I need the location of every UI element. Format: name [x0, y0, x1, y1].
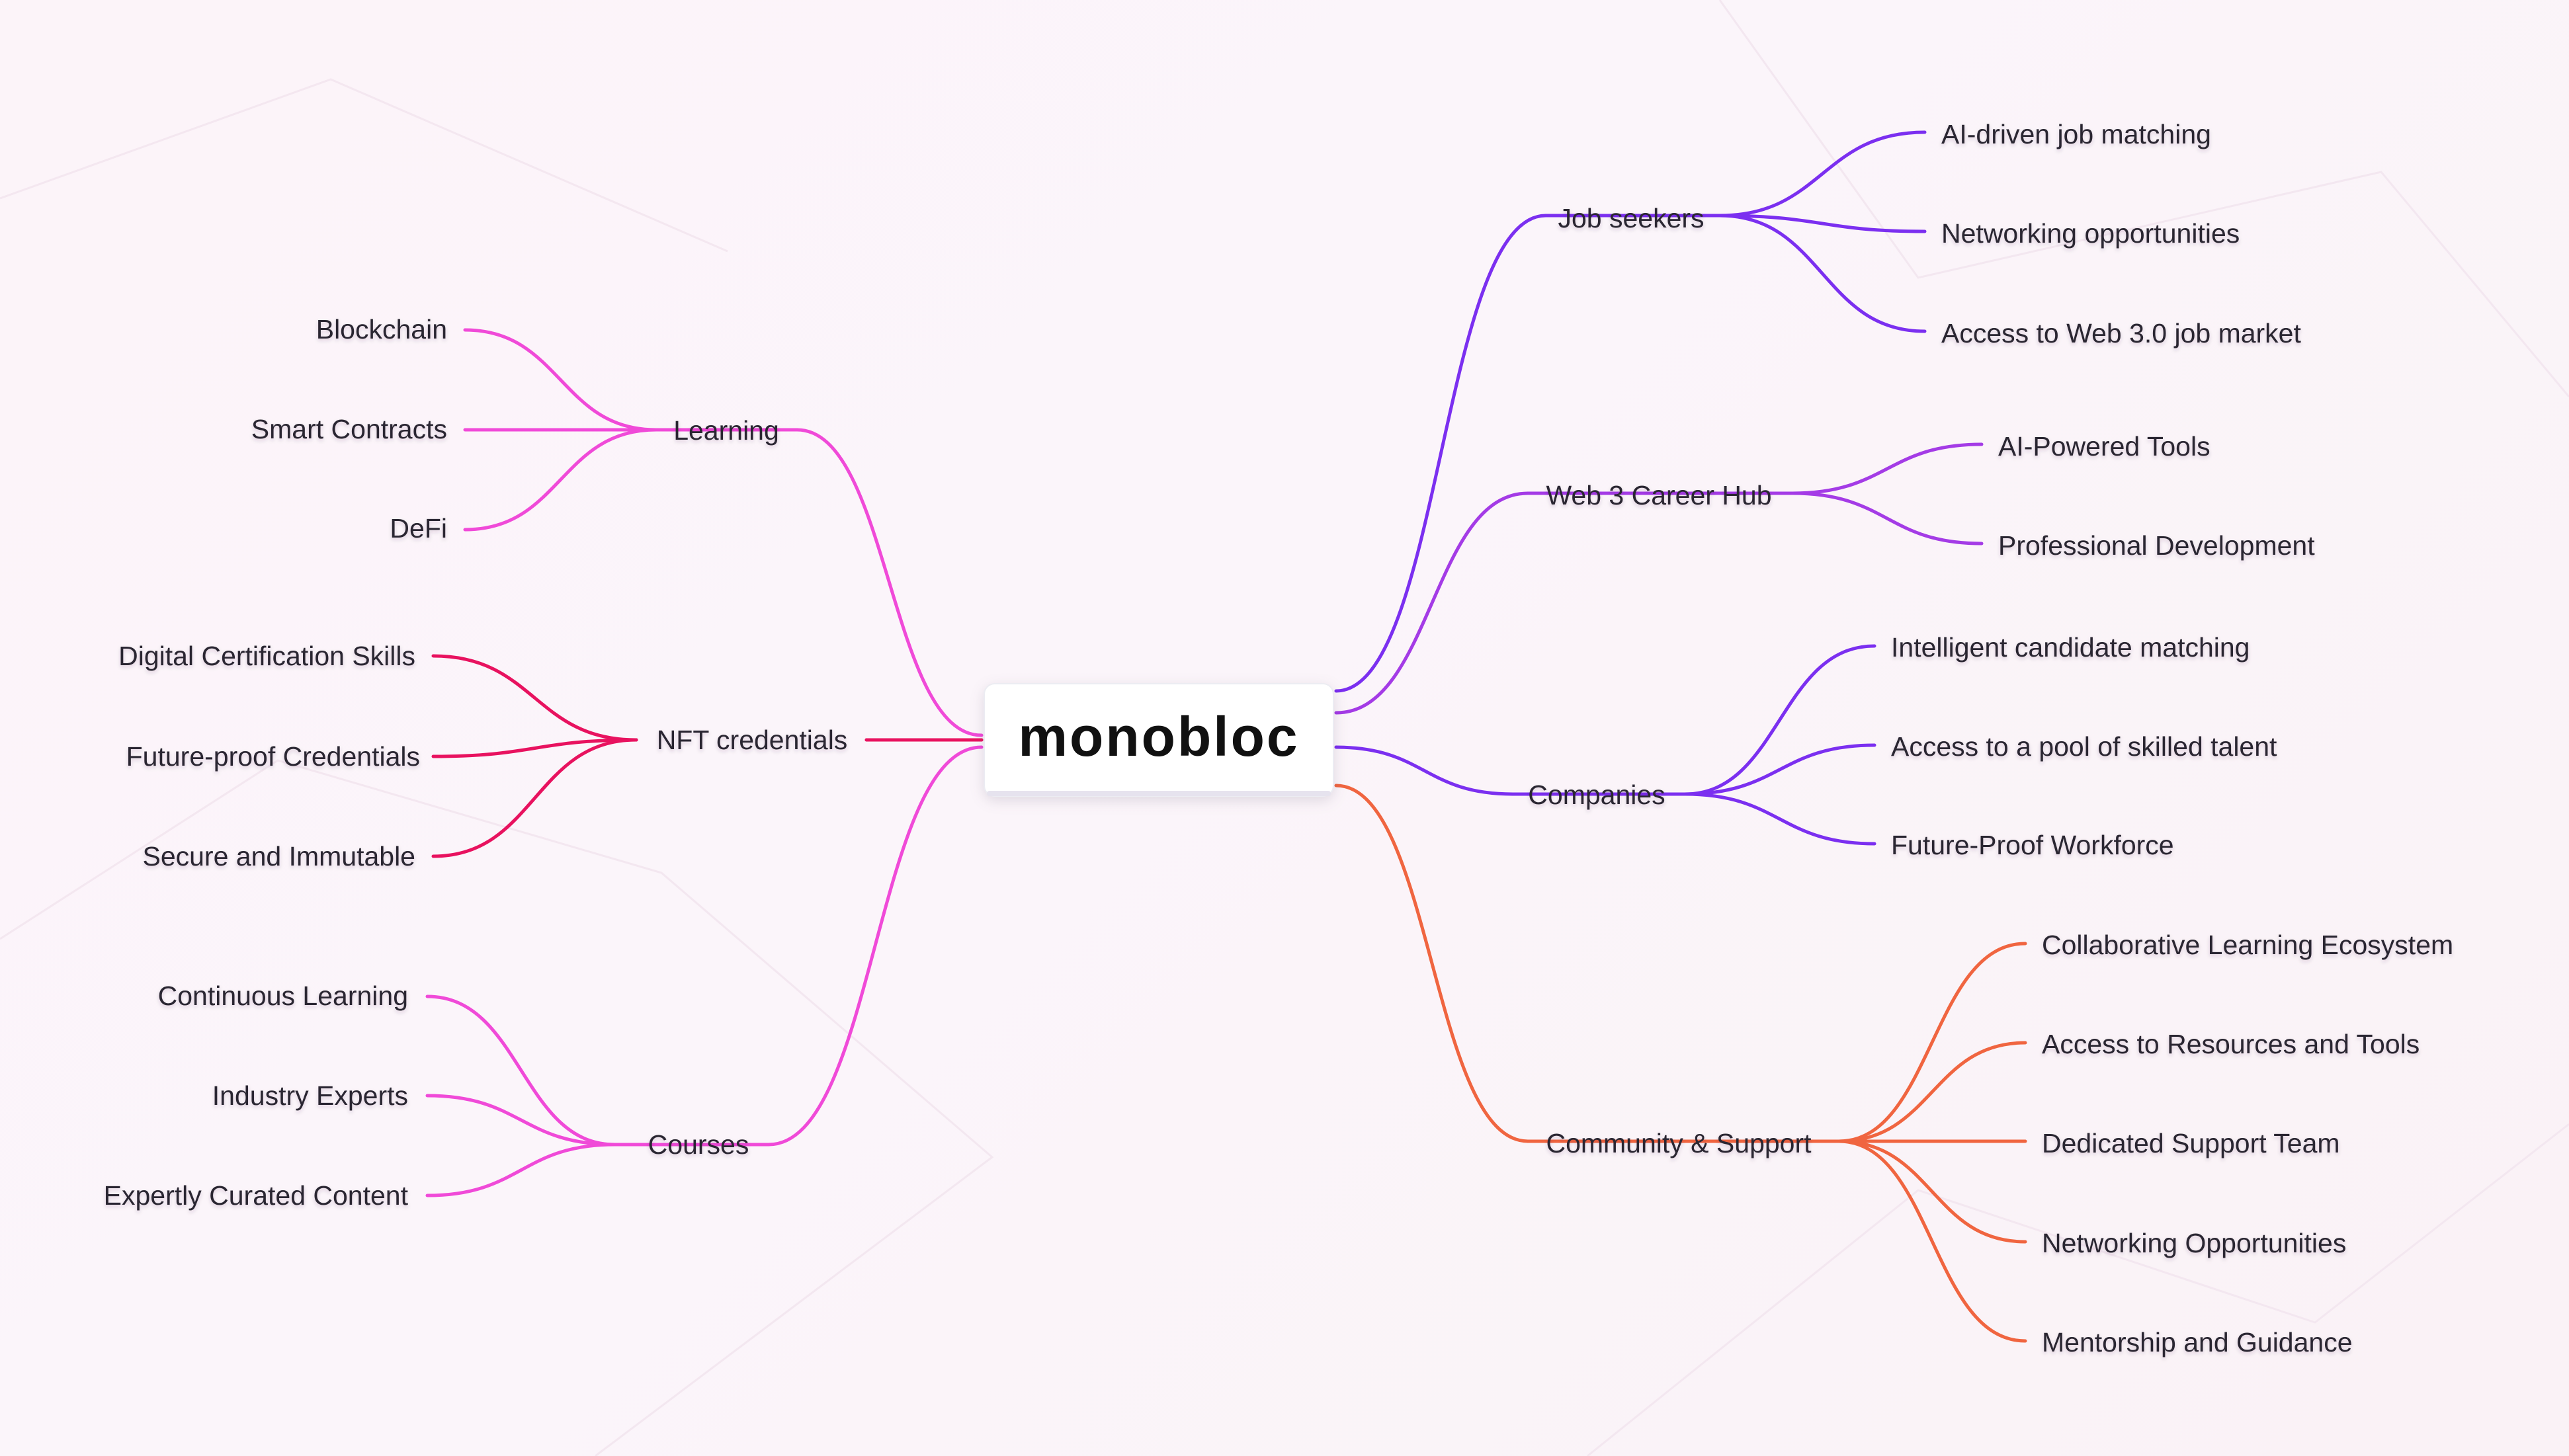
leaf-professional-development[interactable]: Professional Development	[1998, 530, 2315, 561]
branch-companies[interactable]: Companies	[1528, 780, 1665, 810]
leaf-defi[interactable]: DeFi	[390, 513, 447, 544]
connector-companies	[1334, 745, 1515, 796]
connector-learning	[795, 428, 984, 737]
leaf-resources-tools[interactable]: Access to Resources and Tools	[2042, 1029, 2420, 1059]
branch-label: Courses	[648, 1129, 749, 1160]
connector-learning-child-0	[463, 328, 658, 432]
connector-nft-child-0	[431, 654, 638, 742]
connector-community-child-4	[1837, 1139, 2027, 1343]
connector-nft-child-1	[431, 738, 638, 758]
leaf-digital-certification[interactable]: Digital Certification Skills	[118, 641, 415, 671]
leaf-ai-job-matching[interactable]: AI-driven job matching	[1941, 119, 2211, 149]
leaf-group-career-hub: AI-Powered Tools Professional Developmen…	[1998, 431, 2315, 561]
connector-careerhub-child-1	[1790, 491, 1984, 546]
connector-community	[1334, 784, 1530, 1143]
branch-label: Learning	[673, 415, 779, 446]
branch-label: Community & Support	[1546, 1128, 1812, 1158]
branch-learning[interactable]: Learning	[673, 415, 779, 446]
leaf-future-proof-workforce[interactable]: Future-Proof Workforce	[1891, 830, 2174, 860]
connector-companies-child-2	[1683, 792, 1876, 846]
leaf-future-proof-credentials[interactable]: Future-proof Credentials	[126, 741, 420, 772]
connector-community-child-1	[1837, 1041, 2027, 1143]
leaf-expertly-curated[interactable]: Expertly Curated Content	[104, 1180, 409, 1211]
leaf-group-companies: Intelligent candidate matching Access to…	[1891, 632, 2277, 860]
connector-jobseekers-child-0	[1718, 130, 1927, 218]
connector-nft-child-2	[431, 738, 638, 858]
connector-jobseekers	[1334, 214, 1548, 693]
leaf-skilled-talent[interactable]: Access to a pool of skilled talent	[1891, 731, 2277, 762]
leaf-secure-immutable[interactable]: Secure and Immutable	[142, 841, 415, 871]
connector-courses	[767, 745, 984, 1147]
leaf-group-community: Collaborative Learning Ecosystem Access …	[2042, 930, 2453, 1357]
connector-layer	[425, 130, 2027, 1343]
leaf-continuous-learning[interactable]: Continuous Learning	[158, 981, 408, 1011]
branch-community-support[interactable]: Community & Support	[1546, 1128, 1812, 1158]
leaf-web3-job-market[interactable]: Access to Web 3.0 job market	[1941, 318, 2301, 348]
branch-label: Companies	[1528, 780, 1665, 810]
branch-label: Web 3 Career Hub	[1546, 480, 1771, 510]
connector-careerhub-child-0	[1790, 442, 1984, 495]
connector-careerhub	[1334, 491, 1530, 715]
leaf-blockchain[interactable]: Blockchain	[316, 314, 447, 344]
branch-career-hub[interactable]: Web 3 Career Hub	[1546, 480, 1771, 510]
branch-nft-credentials[interactable]: NFT credentials	[657, 725, 848, 755]
central-node[interactable]: monobloc	[984, 683, 1334, 797]
connector-community-child-0	[1837, 942, 2027, 1143]
connector-companies-child-1	[1683, 743, 1876, 796]
central-node-label: monobloc	[1018, 706, 1299, 768]
branch-job-seekers[interactable]: Job seekers	[1558, 203, 1704, 233]
leaf-smart-contracts[interactable]: Smart Contracts	[251, 414, 447, 444]
leaf-group-nft: Digital Certification Skills Future-proo…	[118, 641, 420, 871]
branch-label: NFT credentials	[657, 725, 848, 755]
connector-companies-child-0	[1683, 644, 1876, 796]
branch-label: Job seekers	[1558, 203, 1704, 233]
leaf-candidate-matching[interactable]: Intelligent candidate matching	[1891, 632, 2250, 663]
leaf-collaborative-ecosystem[interactable]: Collaborative Learning Ecosystem	[2042, 930, 2453, 960]
connector-jobseekers-child-2	[1718, 214, 1927, 333]
connector-courses-child-2	[425, 1143, 617, 1197]
connector-courses-child-1	[425, 1094, 617, 1147]
connector-learning-child-2	[463, 428, 658, 532]
leaf-group-learning: Blockchain Smart Contracts DeFi	[251, 314, 447, 544]
connector-courses-child-0	[425, 994, 617, 1147]
connector-jobseekers-child-1	[1718, 214, 1927, 233]
branch-courses[interactable]: Courses	[648, 1129, 749, 1160]
central-node-underline	[987, 791, 1331, 796]
leaf-group-job-seekers: AI-driven job matching Networking opport…	[1941, 119, 2301, 348]
leaf-industry-experts[interactable]: Industry Experts	[212, 1080, 408, 1111]
leaf-group-courses: Continuous Learning Industry Experts Exp…	[104, 981, 409, 1211]
leaf-networking-opportunities[interactable]: Networking opportunities	[1941, 218, 2240, 249]
leaf-networking-opportunities-2[interactable]: Networking Opportunities	[2042, 1228, 2346, 1258]
leaf-mentorship-guidance[interactable]: Mentorship and Guidance	[2042, 1327, 2353, 1357]
connector-community-child-3	[1837, 1139, 2027, 1244]
leaf-ai-powered-tools[interactable]: AI-Powered Tools	[1998, 431, 2211, 462]
leaf-support-team[interactable]: Dedicated Support Team	[2042, 1128, 2340, 1158]
